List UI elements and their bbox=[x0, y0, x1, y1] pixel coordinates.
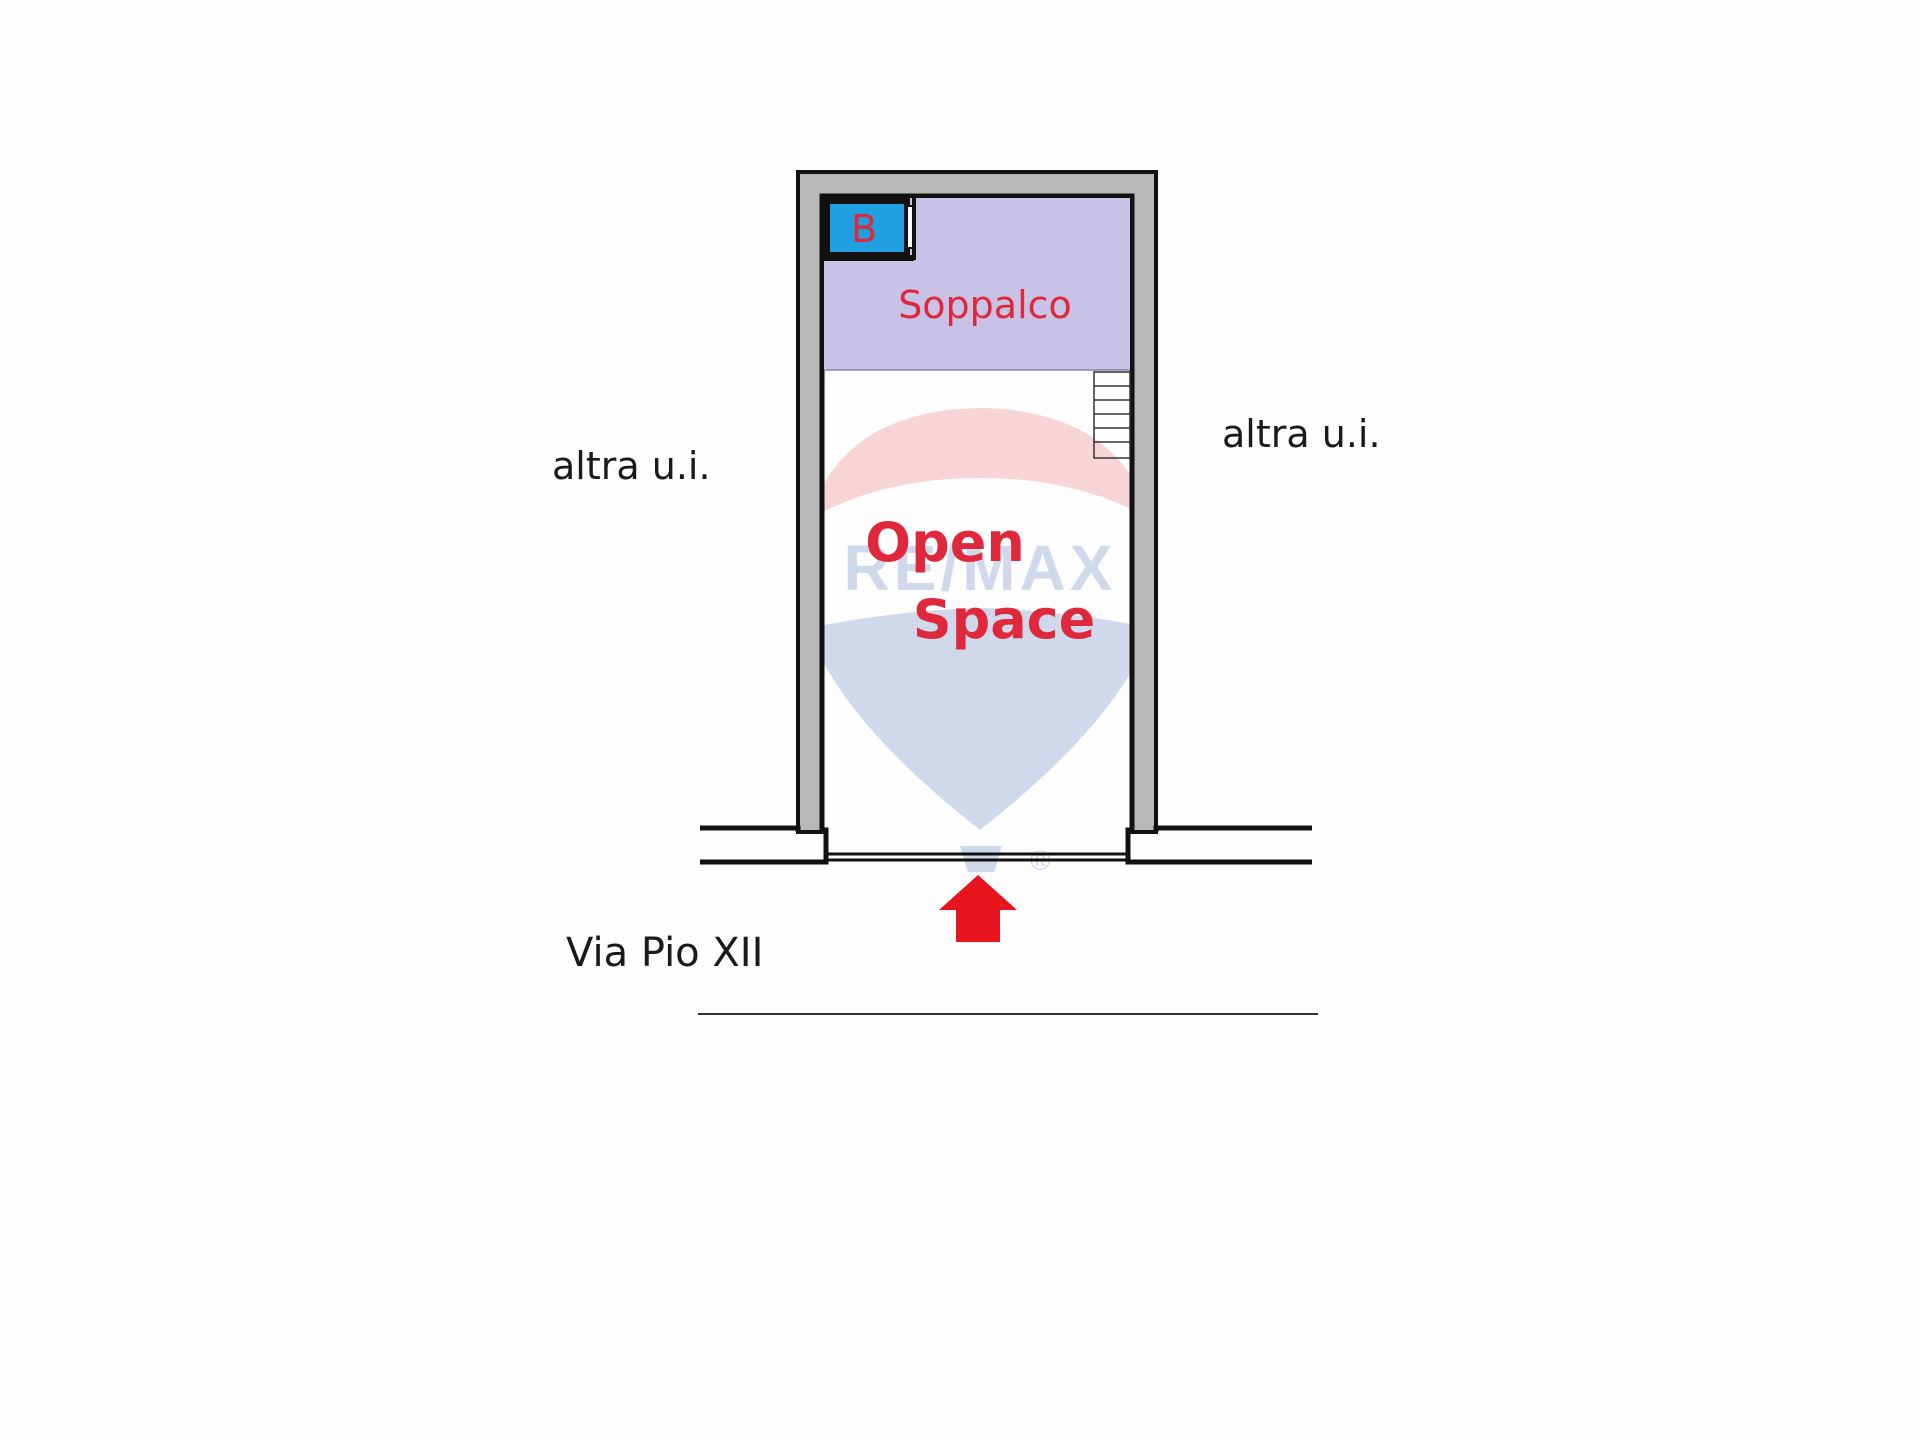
open-space-label-line2: Space bbox=[913, 588, 1096, 651]
neighbor-left-label: altra u.i. bbox=[552, 444, 711, 488]
wall-inner-line bbox=[819, 193, 1135, 832]
front-left-inner bbox=[700, 827, 829, 865]
balloon-bottom-blue bbox=[808, 608, 1152, 830]
street-label: Via Pio XII bbox=[566, 930, 763, 976]
bathroom-area bbox=[824, 198, 910, 258]
stairs-outline bbox=[1093, 371, 1131, 459]
unit-walls bbox=[796, 170, 1158, 834]
front-left-outer bbox=[700, 825, 801, 832]
open-space-label-line1: Open bbox=[865, 511, 1025, 574]
balloon-top-red bbox=[808, 408, 1152, 520]
bathroom-label: B bbox=[851, 207, 877, 251]
entrance-arrow-icon bbox=[939, 875, 1017, 942]
front-right-outer bbox=[1153, 825, 1312, 832]
watermark-brand: RE/MAX bbox=[844, 532, 1117, 604]
stairs-icon bbox=[1093, 371, 1131, 459]
neighbor-right-label: altra u.i. bbox=[1222, 412, 1381, 456]
mezzanine-label: Soppalco bbox=[898, 283, 1072, 327]
front-right-inner bbox=[1125, 827, 1312, 865]
street-front bbox=[700, 825, 1312, 865]
